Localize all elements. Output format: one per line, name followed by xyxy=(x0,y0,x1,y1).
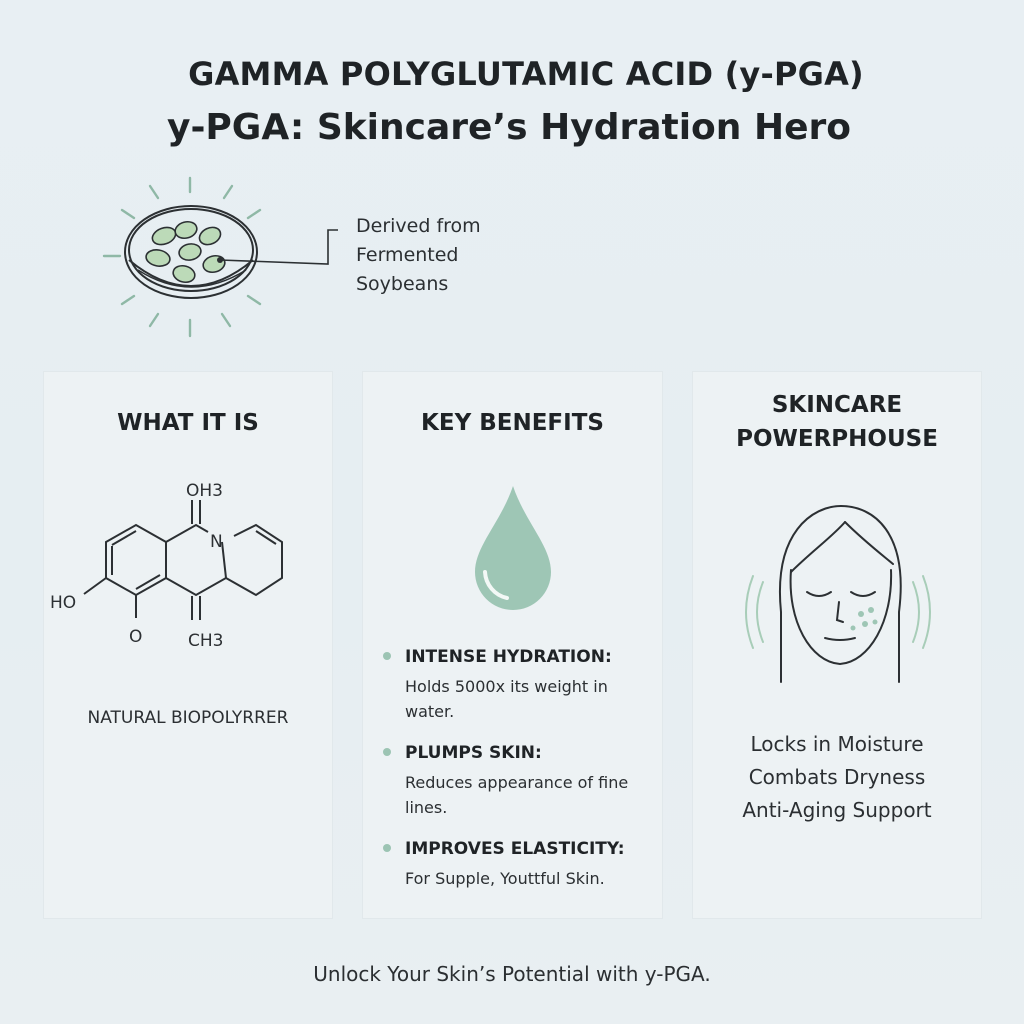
list-item: IMPROVES ELASTICITY: For Supple, Youttfu… xyxy=(381,836,656,891)
card-title: SKINCARE POWERPHOUSE xyxy=(736,392,938,452)
page-title: GAMMA POLYGLUTAMIC ACID (y-PGA) xyxy=(188,55,864,93)
list-item: Locks in Moisture xyxy=(750,732,924,756)
molecule-structure-icon: OH3 N HO O CH3 xyxy=(50,481,283,651)
bullet-icon xyxy=(383,748,391,756)
list-item: Anti-Aging Support xyxy=(742,798,932,822)
page-subtitle: y-PGA: Skincare’s Hydration Hero xyxy=(167,107,851,148)
benefit-title: INTENSE HYDRATION: xyxy=(405,647,612,667)
water-drop-icon xyxy=(475,486,551,610)
powerhouse-list: Locks in Moisture Combats Dryness Anti-A… xyxy=(693,728,981,827)
list-item: Combats Dryness xyxy=(748,765,926,789)
title-block: GAMMA POLYGLUTAMIC ACID (y-PGA) y-PGA: S… xyxy=(0,48,1024,156)
benefit-desc: For Supple, Youttful Skin. xyxy=(405,869,605,888)
hero-section: Derived from Fermented Soybeans xyxy=(96,172,516,342)
benefit-title: IMPROVES ELASTICITY: xyxy=(405,839,625,859)
card-skincare-powerhouse: SKINCARE POWERPHOUSE xyxy=(692,371,982,919)
card-caption: NATURAL BIOPOLYRRER xyxy=(87,708,289,728)
benefit-desc: Reduces appearance of fine lines. xyxy=(405,773,629,817)
list-item: PLUMPS SKIN: Reduces appearance of fine … xyxy=(381,740,656,820)
fermented-soybeans-dish-icon xyxy=(102,176,338,338)
benefit-title: PLUMPS SKIN: xyxy=(405,743,542,763)
footer-tagline: Unlock Your Skin’s Potential with y-PGA. xyxy=(313,962,711,986)
molecule-label-left: HO xyxy=(50,593,76,613)
hero-caption: Derived from Fermented Soybeans xyxy=(356,212,481,299)
molecule-label-bottom: CH3 xyxy=(188,631,223,651)
card-title: WHAT IT IS xyxy=(117,410,259,436)
molecule-label-bottom-o: O xyxy=(129,627,142,647)
bullet-icon xyxy=(383,844,391,852)
benefits-list: INTENSE HYDRATION: Holds 5000x its weigh… xyxy=(381,644,656,907)
card-title: KEY BENEFITS xyxy=(421,410,604,436)
molecule-label-top: OH3 xyxy=(186,481,223,501)
hero-caption-line: Fermented xyxy=(356,244,459,266)
list-item: INTENSE HYDRATION: Holds 5000x its weigh… xyxy=(381,644,656,724)
benefit-desc: Holds 5000x its weight in water. xyxy=(405,677,608,721)
face-icon xyxy=(745,504,931,683)
card-key-benefits: KEY BENEFITS INTENSE HYDRATION: Holds 50… xyxy=(362,371,663,919)
hero-caption-line: Soybeans xyxy=(356,273,449,295)
hero-caption-line: Derived from xyxy=(356,215,481,237)
molecule-label-nitrogen: N xyxy=(210,532,223,552)
bullet-icon xyxy=(383,652,391,660)
card-what-it-is: WHAT IT IS OH3 N HO O CH3 NAT xyxy=(43,371,333,919)
